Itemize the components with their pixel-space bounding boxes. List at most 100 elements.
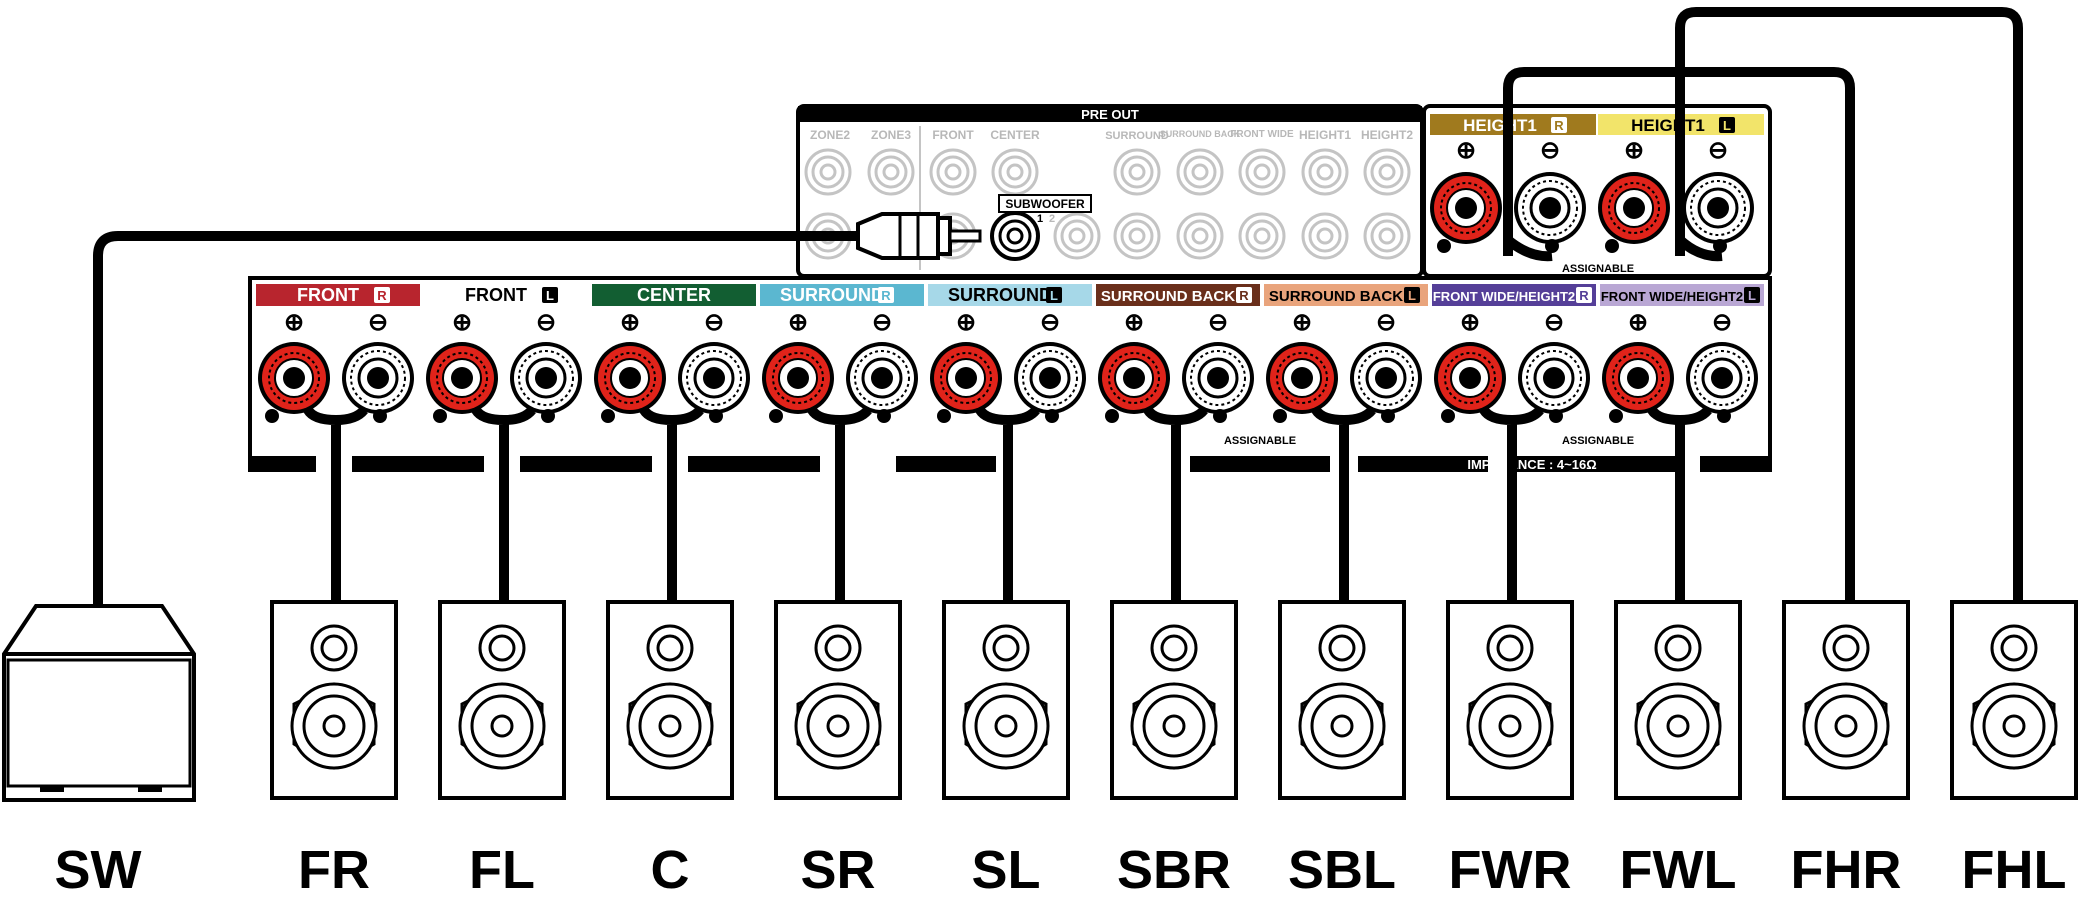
- speaker-cable: [471, 407, 509, 608]
- pre-out-label-zone3: ZONE3: [871, 128, 911, 142]
- speaker-cable: [1311, 407, 1349, 608]
- minus-symbol: ⊖: [1040, 309, 1060, 336]
- fhr-cable-minus: [1504, 236, 1553, 262]
- terminal-header-side: R: [881, 288, 891, 303]
- speaker-label-sl: SL: [971, 840, 1040, 900]
- speaker-label-c: C: [651, 840, 690, 900]
- assignable-label-front-wide: ASSIGNABLE: [1562, 435, 1634, 447]
- fhl-cable: [1675, 7, 2023, 608]
- subwoofer-speaker: SW: [2, 604, 196, 900]
- pre-out-jack: [1301, 212, 1349, 260]
- minus-symbol: ⊖: [872, 309, 892, 336]
- speaker-cable: [1647, 407, 1685, 608]
- terminal-header-side: R: [1579, 288, 1589, 303]
- terminal-header-label: SURROUND: [780, 285, 884, 305]
- terminal-header-7: FRONT WIDE/HEIGHT2 R: [1432, 284, 1596, 306]
- pre-out-label-height1: HEIGHT1: [1299, 128, 1351, 142]
- pre-out-jack: [1363, 212, 1411, 260]
- fhl-cable-minus: [1676, 236, 1723, 262]
- minus-symbol: ⊖: [368, 309, 388, 336]
- subwoofer-label: SUBWOOFER: [1005, 197, 1085, 211]
- cables: [93, 7, 2023, 608]
- terminal-header-label: FRONT WIDE/HEIGHT2: [1433, 289, 1575, 304]
- minus-symbol: ⊖: [1712, 309, 1732, 336]
- pre-out-jack: [1238, 212, 1286, 260]
- speaker-label-fwr: FWR: [1449, 840, 1572, 900]
- speaker-label-sw: SW: [55, 840, 142, 900]
- speaker-cable: [1007, 406, 1040, 425]
- speaker-cable: [1479, 407, 1517, 608]
- speaker-sl: SL: [942, 600, 1070, 900]
- speaker-cable: [1511, 406, 1544, 425]
- terminal-header-8: FRONT WIDE/HEIGHT2 L: [1600, 284, 1764, 306]
- minus-symbol: ⊖: [1708, 137, 1728, 164]
- speaker-label-fr: FR: [298, 840, 370, 900]
- speaker-sr: SR: [774, 600, 902, 900]
- terminal-header-6: SURROUND BACK L: [1264, 284, 1428, 306]
- pre-out-jack: [1113, 148, 1161, 196]
- pre-out-label-surround: SURROUND: [1105, 130, 1169, 142]
- plus-symbol: ⊕: [620, 309, 640, 336]
- speaker-cable: [1343, 406, 1376, 425]
- height1-r-side: R: [1554, 118, 1564, 133]
- pre-out-label-surround-back: SURROUND BACK: [1160, 129, 1241, 139]
- pre-out-title: PRE OUT: [1081, 107, 1139, 122]
- minus-symbol: ⊖: [1540, 137, 1560, 164]
- plus-symbol: ⊕: [1124, 309, 1144, 336]
- plus-symbol: ⊕: [956, 309, 976, 336]
- minus-symbol: ⊖: [1544, 309, 1564, 336]
- speaker-label-fhl: FHL: [1962, 840, 2067, 900]
- speaker-cables: [303, 406, 1712, 608]
- terminal-header-side: L: [546, 288, 554, 303]
- plus-symbol: ⊕: [1624, 137, 1644, 164]
- subwoofer-number-2: 2: [1049, 213, 1055, 225]
- rca-plug: [856, 212, 982, 260]
- pre-out-jack: [804, 148, 852, 196]
- speaker-c: C: [606, 600, 734, 900]
- plus-symbol: ⊕: [1292, 309, 1312, 336]
- terminal-header-2: CENTER: [592, 284, 756, 306]
- terminal-header-label: SURROUND BACK: [1269, 288, 1403, 305]
- speaker-fwr: FWR: [1446, 600, 1574, 900]
- pre-out-jack: [867, 148, 915, 196]
- speakers: SW FR FL C SR SL SBR SBL FWR FWL FHR FHL: [2, 600, 2078, 900]
- terminal-header-side: L: [1408, 288, 1416, 303]
- pre-out-label-height2: HEIGHT2: [1361, 128, 1413, 142]
- terminal-jacks: ⊕⊖⊕⊖⊕⊖⊕⊖⊕⊖⊕⊖⊕⊖⊕⊖⊕⊖⊕⊖⊕⊖: [257, 137, 1760, 425]
- terminal-header-label: CENTER: [637, 285, 711, 305]
- speakers-label: SPEAKERS: [822, 457, 894, 472]
- speaker-fr: FR: [270, 600, 398, 900]
- speaker-cable: [671, 406, 704, 425]
- plus-symbol: ⊕: [452, 309, 472, 336]
- speaker-label-sr: SR: [800, 840, 875, 900]
- terminal-header-label: FRONT WIDE/HEIGHT2: [1601, 289, 1743, 304]
- plus-symbol: ⊕: [1460, 309, 1480, 336]
- subwoofer-number-1: 1: [1037, 213, 1043, 225]
- pre-out-label-front: FRONT: [932, 128, 974, 142]
- pre-out-jack: [929, 148, 977, 196]
- speaker-cable: [1143, 407, 1181, 608]
- minus-symbol: ⊖: [1208, 309, 1228, 336]
- speaker-label-fhr: FHR: [1791, 840, 1902, 900]
- speaker-label-sbr: SBR: [1117, 840, 1231, 900]
- pre-out-jack: [1176, 148, 1224, 196]
- speaker-fhl: FHL: [1950, 600, 2078, 900]
- speaker-fl: FL: [438, 600, 566, 900]
- speaker-cable: [503, 406, 536, 425]
- plus-symbol: ⊕: [788, 309, 808, 336]
- height1-l-label: HEIGHT1: [1631, 116, 1705, 135]
- speaker-sbr: SBR: [1110, 600, 1238, 900]
- speaker-sbl: SBL: [1278, 600, 1406, 900]
- pre-out-jack: [1113, 212, 1161, 260]
- minus-symbol: ⊖: [536, 309, 556, 336]
- terminal-header-side: L: [1050, 288, 1058, 303]
- impedance-label: IMPEDANCE : 4~16Ω: [1467, 457, 1596, 472]
- pre-out-jack: [1238, 148, 1286, 196]
- speaker-fwl: FWL: [1614, 600, 1742, 900]
- terminal-header-side: L: [1748, 288, 1756, 303]
